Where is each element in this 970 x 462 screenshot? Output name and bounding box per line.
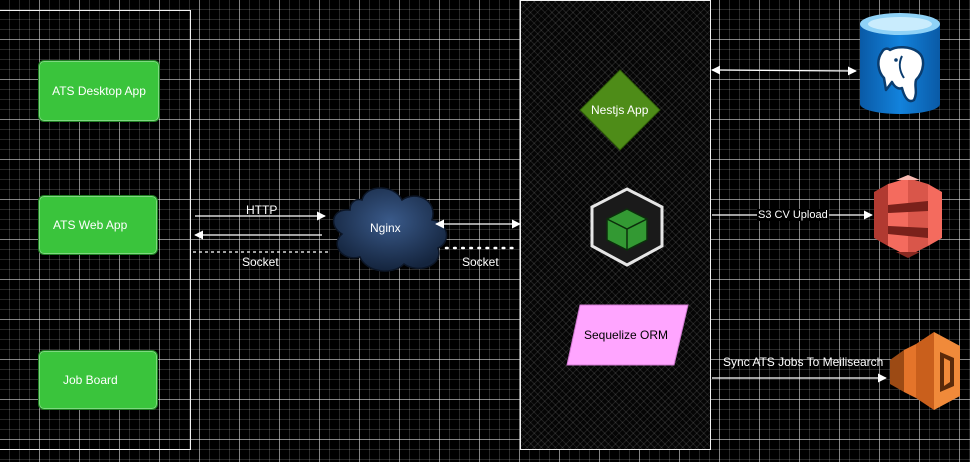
nestjs-app-label: Nestjs App bbox=[591, 103, 649, 117]
client-apps-container bbox=[0, 10, 191, 450]
ats-web-app-label: ATS Web App bbox=[53, 218, 128, 232]
nginx-cloud[interactable] bbox=[332, 187, 448, 272]
nginx-label: Nginx bbox=[370, 221, 401, 235]
postgres-link bbox=[711, 65, 857, 76]
postgresql-database-icon bbox=[860, 13, 940, 114]
ats-desktop-app-label: ATS Desktop App bbox=[52, 84, 146, 98]
job-board-node[interactable]: Job Board bbox=[38, 350, 158, 410]
nestjs-app-node[interactable] bbox=[579, 69, 661, 151]
aws-s3-icon bbox=[874, 175, 942, 258]
ats-desktop-app-node[interactable]: ATS Desktop App bbox=[38, 60, 160, 122]
s3-cv-upload-label: S3 CV Upload bbox=[757, 209, 829, 221]
nodejs-hexagon-icon bbox=[590, 187, 664, 267]
socket-left-label: Socket bbox=[242, 255, 279, 269]
aws-search-service-icon bbox=[890, 332, 960, 410]
job-board-label: Job Board bbox=[63, 373, 118, 387]
meilisearch-sync-label: Sync ATS Jobs To Meilisearch bbox=[723, 355, 884, 369]
http-label: HTTP bbox=[246, 203, 278, 217]
socket-right-label: Socket bbox=[462, 255, 499, 269]
sequelize-orm-node[interactable] bbox=[566, 304, 689, 366]
sequelize-orm-label: Sequelize ORM bbox=[584, 328, 669, 342]
ats-web-app-node[interactable]: ATS Web App bbox=[38, 195, 158, 255]
